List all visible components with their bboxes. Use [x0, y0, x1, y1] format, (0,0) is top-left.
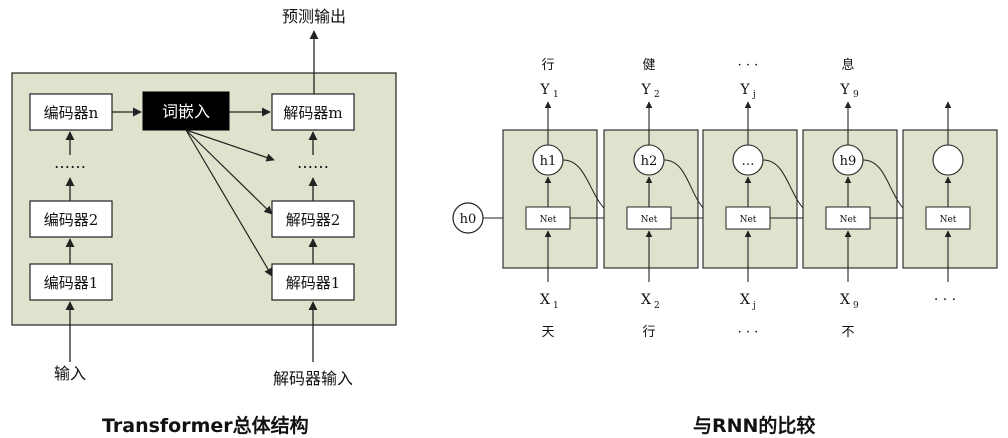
input-symbol-1: X [540, 292, 550, 308]
hidden-state-label-3: … [742, 154, 755, 169]
transformer-diagram: 预测输出 编码器n 词嵌入 解码器m …… …… 编码器2 解码器2 编码器1 … [11, 7, 397, 388]
output-subscript-3: j [752, 90, 756, 100]
output-char-4: 息 [841, 57, 854, 73]
decoder-input-label: 解码器输入 [273, 369, 353, 388]
output-symbol-4: Y [839, 82, 850, 98]
net-cell-label-2: Net [641, 215, 658, 225]
transformer-caption: Transformer总体结构 [102, 415, 309, 437]
hidden-state-node-5 [932, 144, 964, 176]
output-subscript-4: 9 [853, 90, 859, 100]
decoder-2-label: 解码器2 [286, 211, 341, 229]
output-char-3: · · · [738, 58, 759, 73]
rnn-step-panel-4 [802, 129, 898, 269]
input-char-3: · · · [738, 325, 759, 340]
input-char-4: 不 [841, 325, 854, 340]
input-symbol-5: · · · [934, 292, 956, 308]
hidden-state-label-4: h9 [840, 154, 857, 169]
hidden-state-label-2: h2 [641, 154, 658, 169]
embedding-to-decoder-ellipsis-arrow [185, 129, 275, 162]
input-subscript-4: 9 [853, 301, 859, 311]
embedding-to-decoder-2-arrow [185, 129, 273, 215]
net-cell-label-5: Net [940, 215, 957, 225]
input-subscript-3: j [752, 301, 756, 311]
initial-state-label: h0 [460, 212, 477, 227]
encoder-n-label: 编码器n [44, 104, 99, 122]
output-subscript-1: 1 [553, 90, 559, 100]
hidden-state-label-1: h1 [540, 154, 557, 169]
input-symbol-4: X [840, 292, 850, 308]
output-symbol-1: Y [539, 82, 550, 98]
input-symbol-2: X [641, 292, 651, 308]
embedding-label: 词嵌入 [162, 102, 210, 121]
input-char-1: 天 [541, 325, 554, 340]
input-label: 输入 [54, 364, 86, 383]
decoder-2-box [271, 200, 355, 238]
encoder-2-box [29, 200, 113, 238]
output-symbol-3: Y [739, 82, 750, 98]
encoder-1-box [29, 263, 113, 301]
input-symbol-3: X [740, 292, 750, 308]
output-char-1: 行 [541, 58, 554, 73]
decoder-m-label: 解码器m [283, 104, 342, 122]
encoder-1-label: 编码器1 [44, 274, 99, 292]
decoder-m-box [271, 93, 355, 131]
output-char-2: 健 [642, 58, 655, 73]
decoder-ellipsis: …… [297, 153, 329, 172]
input-subscript-2: 2 [654, 301, 660, 311]
output-label: 预测输出 [282, 7, 346, 26]
input-char-2: 行 [642, 325, 655, 340]
rnn-caption: 与RNN的比较 [693, 415, 816, 437]
embedding-to-decoder-1-arrow [185, 129, 273, 277]
net-cell-label-4: Net [840, 215, 857, 225]
input-subscript-1: 1 [553, 301, 559, 311]
encoder-ellipsis: …… [54, 153, 86, 172]
net-cell-label-3: Net [740, 215, 757, 225]
output-subscript-2: 2 [654, 90, 660, 100]
decoder-1-label: 解码器1 [286, 274, 341, 292]
encoder-2-label: 编码器2 [44, 211, 99, 229]
encoder-n-box [29, 93, 113, 131]
output-symbol-2: Y [640, 82, 651, 98]
decoder-1-box [271, 263, 355, 301]
net-cell-label-1: Net [540, 215, 557, 225]
